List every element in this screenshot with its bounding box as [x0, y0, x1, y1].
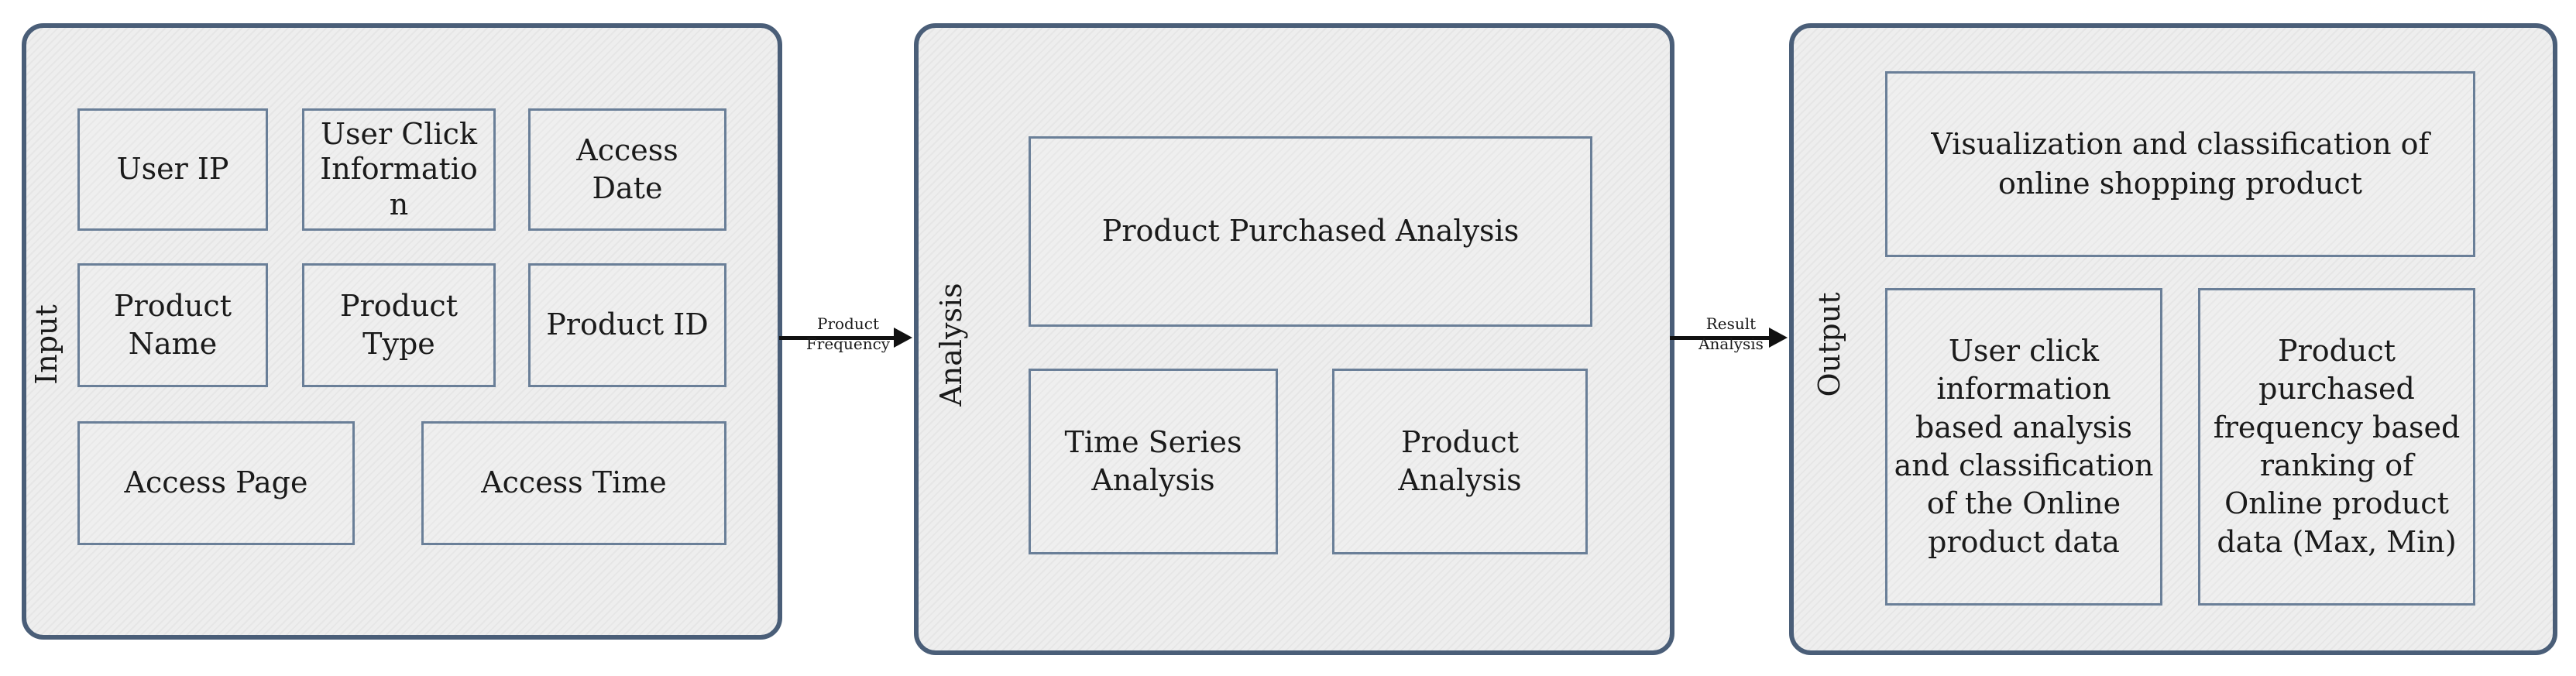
analysis-panel — [914, 23, 1674, 655]
arrowhead-input-analysis — [894, 328, 912, 348]
input-box-product-type: Product Type — [302, 263, 496, 387]
output-panel-label: Output — [1812, 292, 1846, 397]
analysis-box-product-purchased: Product Purchased Analysis — [1029, 136, 1592, 327]
input-box-access-page: Access Page — [77, 421, 355, 545]
input-box-access-time: Access Time — [421, 421, 726, 545]
input-box-user-click-information: User Click Informatio n — [302, 108, 496, 231]
input-box-user-ip: User IP — [77, 108, 268, 231]
input-box-access-date: Access Date — [528, 108, 726, 231]
connector-label-result-analysis: Result Analysis — [1698, 314, 1764, 353]
connector-line-analysis-output — [1670, 336, 1769, 340]
input-panel-label: Input — [29, 304, 64, 385]
input-box-product-id: Product ID — [528, 263, 726, 387]
output-box-user-click-analysis: User click information based analysis an… — [1885, 288, 2162, 606]
analysis-panel-label: Analysis — [934, 283, 968, 407]
analysis-box-product: Product Analysis — [1332, 369, 1588, 554]
arrowhead-analysis-output — [1769, 328, 1788, 348]
output-box-purchase-frequency-ranking: Product purchased frequency based rankin… — [2198, 288, 2475, 606]
analysis-box-time-series: Time Series Analysis — [1029, 369, 1278, 554]
output-box-visualization: Visualization and classification of onli… — [1885, 71, 2475, 257]
input-box-product-name: Product Name — [77, 263, 268, 387]
connector-line-input-analysis — [779, 336, 894, 340]
connector-label-product-frequency: Product Frequency — [805, 314, 891, 353]
